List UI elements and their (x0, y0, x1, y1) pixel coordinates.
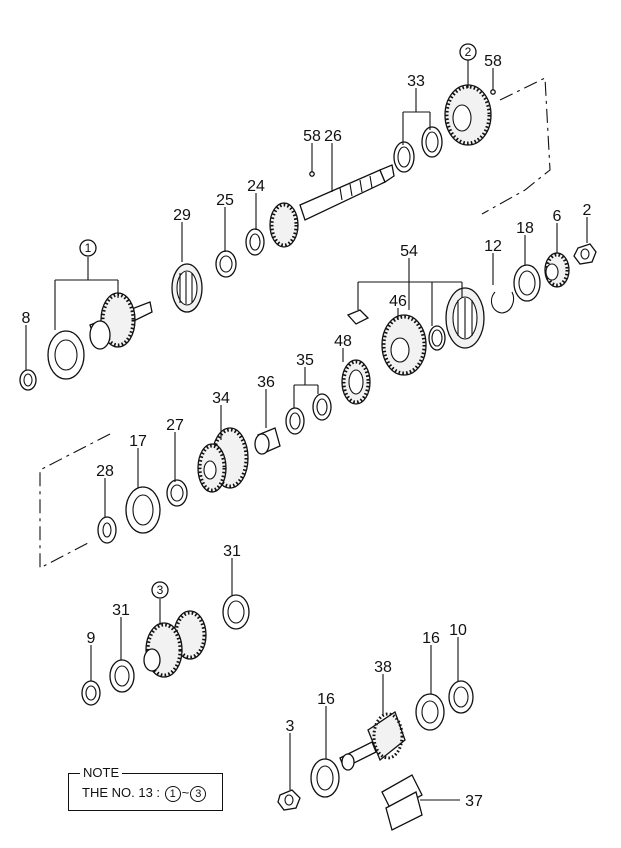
leader-lines (25, 60, 588, 801)
label-46: 46 (389, 293, 407, 310)
note-circle-from: 1 (164, 785, 181, 802)
part-31-bearing-upper (222, 594, 250, 630)
label-31-upper: 31 (223, 543, 241, 560)
part-25-ring (215, 250, 237, 278)
part-16-bearing-lower (310, 758, 340, 798)
part-2-nut (573, 243, 597, 265)
note-box (68, 773, 223, 811)
callout-3-text: 3 (157, 583, 164, 597)
part-3-nut (277, 789, 301, 811)
label-58: 58 (303, 128, 321, 145)
part-3-counter-shaft (143, 610, 207, 678)
label-16-lower: 16 (317, 691, 335, 708)
callout-3: 3 (151, 581, 169, 599)
label-10: 10 (449, 622, 467, 639)
label-33: 33 (407, 73, 425, 90)
label-24: 24 (247, 178, 265, 195)
label-48: 48 (334, 333, 352, 350)
part-38-pinion (339, 710, 406, 771)
part-2-gear (444, 84, 492, 146)
callout-2-text: 2 (465, 45, 472, 59)
part-46-gear (381, 314, 427, 376)
part-28-ring (97, 516, 117, 544)
label-17: 17 (129, 433, 147, 450)
part-9-washer (81, 680, 101, 706)
label-34: 34 (212, 390, 230, 407)
callout-2: 2 (459, 43, 477, 61)
part-8-washer (19, 369, 37, 391)
part-6-gear (544, 252, 570, 288)
label-37: 37 (465, 793, 483, 810)
part-12-snap-ring (490, 291, 515, 314)
label-31-lower: 31 (112, 602, 130, 619)
label-28: 28 (96, 463, 114, 480)
part-34-gear (197, 427, 249, 493)
label-29: 29 (173, 207, 191, 224)
note-body: THE NO. 13 : 1~3 (82, 785, 207, 802)
part-31-bearing-lower (109, 659, 135, 693)
label-25: 25 (216, 192, 234, 209)
callout-1-text: 1 (85, 241, 92, 255)
part-37-spacer (381, 774, 423, 831)
part-17-bearing (125, 486, 161, 534)
label-27: 27 (166, 417, 184, 434)
label-54: 54 (400, 243, 418, 260)
part-33-bearing (393, 126, 443, 173)
part-24-bearing (245, 228, 265, 256)
assembly-outline-upper (481, 77, 551, 215)
callout-1: 1 (79, 239, 97, 257)
label-12: 12 (484, 238, 502, 255)
part-27-washer (166, 479, 188, 507)
label-58-top: 58 (484, 53, 502, 70)
label-16-upper: 16 (422, 630, 440, 647)
part-35-bearing (285, 393, 332, 435)
part-36-sleeve (254, 427, 281, 455)
label-9: 9 (87, 630, 96, 647)
label-3: 3 (286, 718, 295, 735)
label-8: 8 (22, 310, 31, 327)
part-48-ring (341, 359, 371, 405)
label-26: 26 (324, 128, 342, 145)
part-29-sleeve (171, 263, 203, 313)
part-1-input-shaft (47, 292, 153, 380)
part-18-bearing (513, 264, 541, 302)
label-35: 35 (296, 352, 314, 369)
part-54-sleeve (346, 287, 485, 351)
part-26-shaft (269, 164, 395, 248)
label-38: 38 (374, 659, 392, 676)
label-2: 2 (583, 202, 592, 219)
label-36: 36 (257, 374, 275, 391)
label-18: 18 (516, 220, 534, 237)
label-6: 6 (553, 208, 562, 225)
assembly-outline-lower (39, 433, 111, 569)
note-tilde: ~ (181, 785, 190, 800)
note-prefix: THE NO. 13 : (82, 785, 161, 800)
part-16-bearing-upper (415, 693, 445, 731)
note-title: NOTE (80, 766, 123, 780)
note-circle-to: 3 (190, 785, 207, 802)
part-10-shim (448, 680, 474, 714)
